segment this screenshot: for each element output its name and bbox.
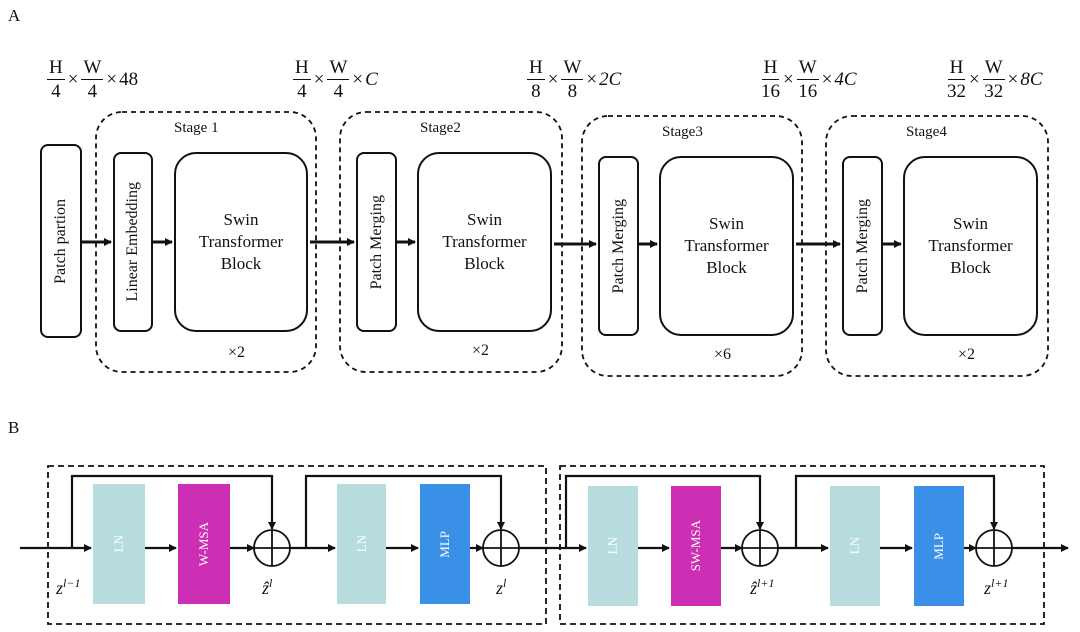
w-msa-block: W-MSA	[178, 484, 230, 604]
repeat-count-stage2: ×2	[472, 342, 490, 359]
ln-block-4: LN	[830, 486, 880, 606]
z-hat-label-l: ẑl	[262, 576, 273, 598]
stage4-title: Stage4	[906, 124, 947, 140]
mlp-block-2: MLP	[914, 486, 964, 606]
sw-msa-block-label: SW-MSA	[688, 520, 703, 572]
ln-block-1: LN	[93, 484, 145, 604]
z-label-input: zl−1	[56, 576, 81, 598]
patch-partition-label: Patch partion	[52, 198, 69, 284]
patch-merging-label-stage3: Patch Merging	[609, 198, 627, 294]
block2-frame	[559, 465, 1045, 625]
add-node-3	[741, 529, 779, 567]
repeat-count-stage4: ×2	[958, 346, 976, 363]
patch-merging-label-stage4: Patch Merging	[853, 198, 871, 294]
ln-block-2: LN	[337, 484, 386, 604]
stage2-frame	[339, 111, 563, 373]
linear-embedding-block: Linear Embedding	[113, 152, 153, 332]
skip-connection-2	[304, 474, 505, 548]
ln-block-3: LN	[588, 486, 638, 606]
mlp-block-1: MLP	[420, 484, 470, 604]
skip-connection-3	[564, 474, 764, 548]
patch-merging-label-stage2: Patch Merging	[367, 194, 385, 290]
ln-block-2-label: LN	[353, 535, 369, 553]
skip-connection-4	[794, 474, 998, 548]
patch-merging-block-stage3: Patch Merging	[598, 156, 639, 336]
panel-label-a: A	[8, 6, 21, 25]
repeat-count-stage1: ×2	[228, 344, 246, 361]
add-node-4	[975, 529, 1013, 567]
patch-partition-block: Patch partion	[40, 144, 82, 338]
z-hat-label-l-plus-1: ẑl+1	[750, 576, 775, 598]
stage1-title: Stage 1	[174, 120, 219, 136]
patch-merging-block-stage2: Patch Merging	[356, 152, 397, 332]
stage2-title: Stage2	[420, 120, 461, 136]
sw-msa-block: SW-MSA	[671, 486, 721, 606]
mlp-block-2-label: MLP	[931, 532, 946, 560]
add-node-1	[253, 529, 291, 567]
patch-merging-block-stage4: Patch Merging	[842, 156, 883, 336]
w-msa-block-label: W-MSA	[196, 521, 211, 567]
add-node-2	[482, 529, 520, 567]
z-label-l-plus-1: zl+1	[984, 576, 1009, 598]
mlp-block-1-label: MLP	[437, 530, 452, 558]
ln-block-3-label: LN	[605, 537, 620, 555]
ln-block-1-label: LN	[111, 535, 126, 553]
ln-block-4-label: LN	[847, 537, 862, 555]
block1-frame	[47, 465, 547, 625]
z-label-l: zl	[496, 576, 507, 598]
repeat-count-stage3: ×6	[714, 346, 732, 363]
panel-label-b: B	[8, 418, 20, 437]
stage4-frame	[825, 115, 1049, 377]
skip-connection-1	[70, 474, 276, 548]
stage3-frame	[581, 115, 803, 377]
stage3-title: Stage3	[662, 124, 703, 140]
linear-embedding-label: Linear Embedding	[124, 182, 141, 302]
